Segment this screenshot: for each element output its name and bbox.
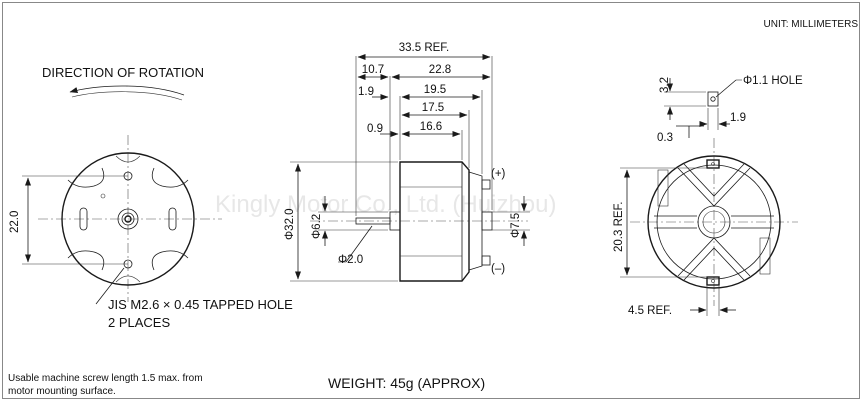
rear-terminal-bottom: [706, 276, 720, 286]
hole-1-1: [710, 96, 716, 102]
terminal-positive-label: (+): [491, 168, 506, 180]
dim-22-0: 22.0: [9, 211, 21, 233]
watermark: Kingly Motor Co., Ltd. (Huizhou): [215, 191, 556, 218]
tapped-hole-places: 2 PLACES: [108, 315, 170, 330]
dia-7-5: Φ7.5: [510, 213, 522, 238]
dim-33-5-ref: 33.5 REF.: [399, 42, 450, 54]
dim-10-7: 10.7: [362, 64, 384, 76]
screw-note-line2: motor mounting surface.: [8, 386, 116, 397]
rear-dim-3-2: 3.2: [659, 77, 671, 93]
front-boss: [117, 208, 139, 230]
rotation-arrow: [69, 85, 185, 96]
terminal-positive: [481, 179, 491, 190]
rear-dim-4-5: 4.5 REF.: [628, 305, 672, 317]
dim-16-6: 16.6: [420, 121, 442, 133]
dim-0-9: 0.9: [367, 123, 383, 135]
dia-32-0: Φ32.0: [284, 208, 296, 240]
side-body: [399, 161, 470, 282]
rear-dim-20-3: 20.3 REF.: [613, 202, 625, 253]
front-view: DIRECTION OF ROTATION 22.0 JIS M2: [9, 65, 293, 330]
rear-housing-circle: [647, 155, 781, 289]
dim-1-9: 1.9: [358, 86, 374, 98]
rotation-label: DIRECTION OF ROTATION: [42, 65, 204, 80]
rear-terminal-top: [706, 159, 720, 169]
dia-6-2: Φ6.2: [311, 214, 323, 239]
rear-bearing: [697, 205, 731, 239]
shaft-side: [355, 217, 391, 225]
tapped-hole-note: JIS M2.6 × 0.45 TAPPED HOLE: [108, 297, 293, 312]
dim-17-5: 17.5: [422, 102, 444, 114]
terminal-negative: [481, 255, 491, 266]
rear-view: 3.2 Φ1.1 HOLE 1.9 0.3 20.3 REF. 4.5 REF.: [613, 75, 803, 317]
weight-label: WEIGHT: 45g (APPROX): [328, 375, 485, 391]
rear-dim-1-9: 1.9: [730, 112, 746, 124]
screw-note-line1: Usable machine screw length 1.5 max. fro…: [8, 373, 203, 384]
dim-19-5: 19.5: [424, 84, 446, 96]
side-view: (+) (–) 33.5 REF. 10.7 22.8 1.9 19.5 17.…: [284, 42, 530, 282]
terminal-detail: [707, 91, 719, 107]
unit-label: UNIT: MILLIMETERS: [764, 19, 859, 30]
front-housing-circle: [61, 152, 195, 286]
front-shaft: [124, 215, 132, 223]
dim-22-8: 22.8: [429, 64, 451, 76]
dia-2-0: Φ2.0: [338, 254, 363, 266]
rear-hole-label: Φ1.1 HOLE: [743, 75, 803, 87]
rear-dim-0-3: 0.3: [657, 132, 673, 144]
terminal-negative-label: (–): [491, 263, 505, 275]
